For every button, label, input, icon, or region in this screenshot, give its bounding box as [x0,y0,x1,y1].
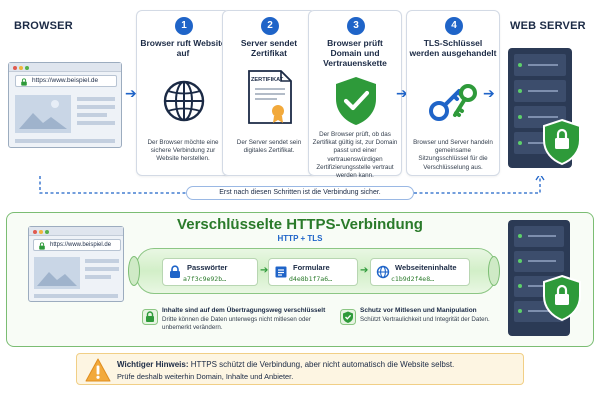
data-card-name: Webseiteninhalte [395,263,457,272]
step-number: 2 [261,17,279,35]
step-card-2: 2 Server sendet Zertifikat ZERTIFIKAT De… [222,10,316,176]
data-card-name: Formulare [293,263,330,272]
shield-lock-icon [543,274,581,322]
step-title: Server sendet Zertifikat [240,38,298,58]
browser-window: https://www.beispiel.de [8,62,122,148]
important-hint: Wichtiger Hinweis: HTTPS schützt die Ver… [76,353,524,385]
hint-message: HTTPS schützt die Verbindung, aber nicht… [190,360,455,369]
step-description: Der Browser prüft, ob das Zertifikat gül… [312,131,398,180]
data-card-code: c1b9d2f4e8… [391,275,435,283]
step-number: 1 [175,17,193,35]
data-card-passwords: Passwörter a7f3c9e92b… [162,258,258,286]
data-card-webcontent: Webseiteninhalte c1b9d2f4e8… [370,258,470,286]
data-card-code: d4e8b1f7a6… [289,275,333,283]
step-description: Browser und Server handeln gemeinsame Si… [413,139,493,171]
web-server [500,46,586,176]
page-content-placeholder [34,257,119,298]
step-title: Browser ruft Website auf [140,38,226,58]
step-card-4: 4 TLS-Schlüssel werden ausgehandelt Brow… [406,10,500,176]
dashed-connector [39,176,545,194]
lock-icon [142,309,158,325]
data-card-name: Passwörter [187,263,228,272]
certificate-icon [248,70,292,124]
globe-icon [376,265,390,279]
info-title: Inhalte sind auf dem Übertragungsweg ver… [162,307,326,314]
step-number: 4 [445,17,463,35]
arrow-right-icon: ➔ [360,265,369,276]
web-server-heading: WEB SERVER [510,20,586,32]
web-server-small [498,216,588,346]
lock-icon [21,78,27,86]
tunnel-cap-left [128,256,140,286]
form-icon [275,266,287,278]
tunnel-cap-right [488,256,500,286]
step-title: Browser prüft Domain und Vertrauenskette [323,38,387,68]
shield-check-icon [336,77,376,125]
arrow-right-icon: ➔ [260,265,269,276]
globe-icon [163,80,205,122]
lock-icon [170,265,180,278]
security-note: Erst nach diesen Schritten ist die Verbi… [186,186,414,200]
hint-label: Wichtiger Hinweis: [117,360,189,369]
certificate-label: ZERTIFIKAT [251,77,284,83]
browser-window-small: https://www.beispiel.de [28,226,124,302]
step-number: 3 [347,17,365,35]
step-card-1: 1 Browser ruft Website auf Der Browser m… [136,10,230,176]
address-url: https://www.beispiel.de [32,77,99,84]
page-content-placeholder [15,95,115,143]
arrow-right-icon: ➔ [396,85,408,101]
step-description: Der Browser möchte eine sichere Verbindu… [147,139,219,163]
address-url: https://www.beispiel.de [50,242,112,248]
step-card-3: 3 Browser prüft Domain und Vertrauensket… [308,10,402,179]
arrow-right-icon: ➔ [483,85,495,101]
warning-icon [85,358,111,382]
data-card-forms: Formulare d4e8b1f7a6… [268,258,358,286]
info-protection: Schutz vor Mitlesen und Manipulation Sch… [340,307,510,339]
info-description: Schützt Vertraulichkeit und Integrität d… [360,316,490,323]
info-title: Schutz vor Mitlesen und Manipulation [360,307,477,314]
lock-icon [39,242,45,250]
hint-text: Wichtiger Hinweis: HTTPS schützt die Ver… [117,360,454,369]
data-card-code: a7f3c9e92b… [183,275,227,283]
browser-heading: BROWSER [14,20,73,32]
shield-lock-icon [543,118,581,166]
panel-subtitle: HTTP + TLS [277,234,323,243]
keys-icon [429,84,477,121]
address-bar[interactable]: https://www.beispiel.de [33,239,121,251]
step-title: TLS-Schlüssel werden ausgehandelt [409,38,497,58]
hint-description: Prüfe deshalb weiterhin Domain, Inhalte … [117,372,294,381]
address-bar[interactable]: https://www.beispiel.de [15,75,117,87]
step-description: Der Server sendet sein digitales Zertifi… [236,139,302,155]
info-description: Dritte können die Daten unterwegs nicht … [162,316,311,331]
arrow-right-icon: ➔ [125,85,137,101]
info-encrypted-transport: Inhalte sind auf dem Übertragungsweg ver… [142,307,332,339]
panel-title: Verschlüsselte HTTPS-Verbindung [177,216,423,233]
shield-check-icon [340,309,356,325]
